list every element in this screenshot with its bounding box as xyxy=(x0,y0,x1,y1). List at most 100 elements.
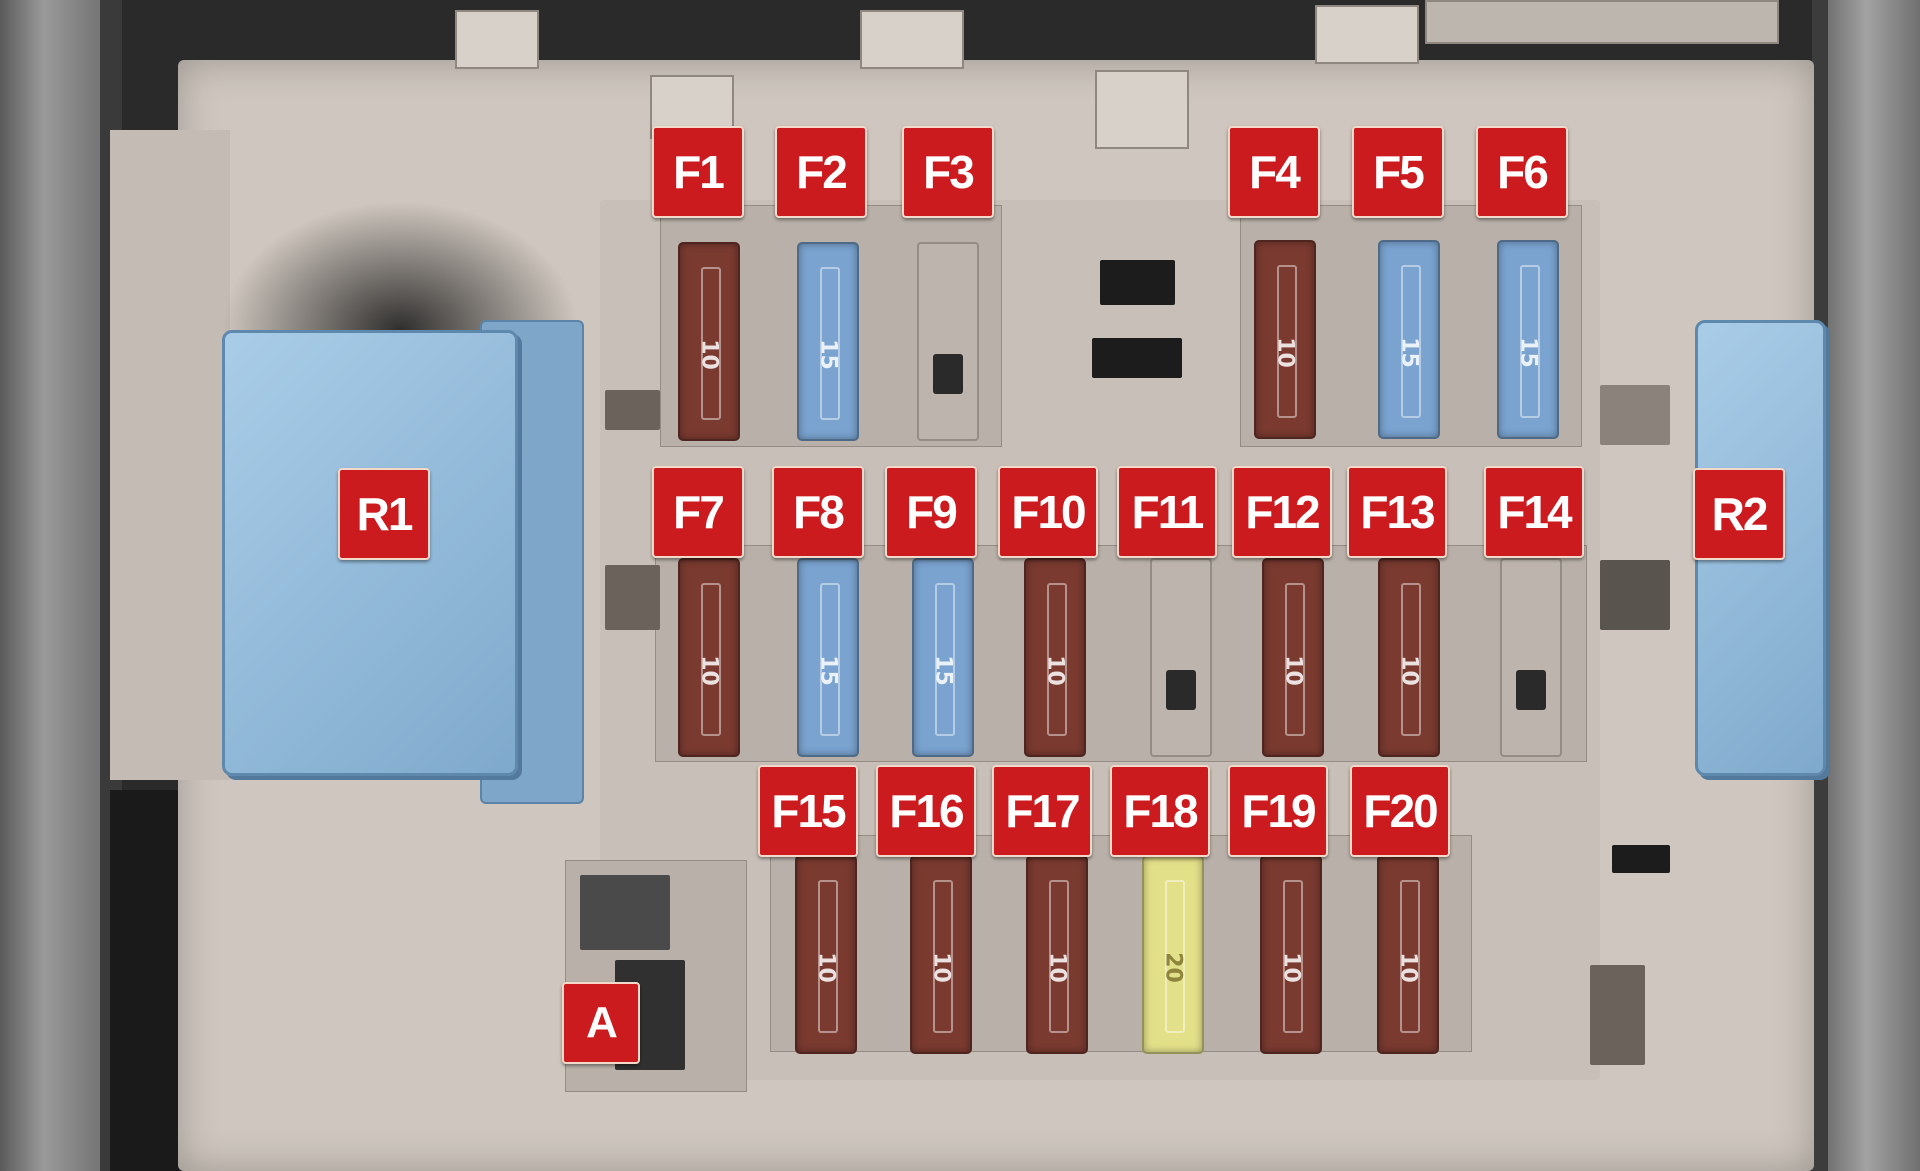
empty-fuse-slot[interactable] xyxy=(917,242,979,441)
housing-left-flange xyxy=(110,130,230,780)
empty-fuse-slot[interactable] xyxy=(1500,558,1562,757)
housing-slot xyxy=(1590,965,1645,1065)
fuse[interactable]: 10 xyxy=(795,855,857,1054)
fuse-label: F10 xyxy=(998,466,1098,558)
fuse-label: F7 xyxy=(652,466,744,558)
fuse-blade xyxy=(1283,880,1303,1033)
fuse[interactable]: 10 xyxy=(1260,855,1322,1054)
slot-clip xyxy=(1516,670,1546,710)
housing-slot xyxy=(605,390,660,430)
fuse-rating: 10 xyxy=(928,951,954,983)
slot-clip xyxy=(1166,670,1196,710)
fuse[interactable]: 10 xyxy=(678,558,740,757)
rack-row3 xyxy=(770,835,1472,1052)
fuse-label: F20 xyxy=(1350,765,1450,857)
fuse-label: F14 xyxy=(1484,466,1584,558)
relay-label-r2: R2 xyxy=(1693,468,1785,560)
fuse-blade xyxy=(1047,583,1067,736)
fuse[interactable]: 15 xyxy=(1497,240,1559,439)
fuse[interactable]: 20 xyxy=(1142,855,1204,1054)
fuse-blade xyxy=(1285,583,1305,736)
fuse-blade xyxy=(1400,880,1420,1033)
fuse-blade xyxy=(933,880,953,1033)
top-clip-2 xyxy=(860,10,964,69)
fuse-rating: 10 xyxy=(1396,654,1422,686)
fuse-rating: 10 xyxy=(696,338,722,370)
fuse-rating: 10 xyxy=(1044,951,1070,983)
fuse[interactable]: 10 xyxy=(1024,558,1086,757)
left-frame-rail xyxy=(0,0,110,1171)
fuse-rating: 15 xyxy=(930,654,956,686)
fuse[interactable]: 15 xyxy=(797,558,859,757)
empty-fuse-slot[interactable] xyxy=(1150,558,1212,757)
fuse-blade xyxy=(1401,265,1421,418)
housing-slot xyxy=(1100,260,1175,305)
slot-clip xyxy=(933,354,963,394)
fuse-label: F3 xyxy=(902,126,994,218)
fuse-blade xyxy=(1165,880,1185,1033)
fuse-blade xyxy=(1277,265,1297,418)
fuse-label: F6 xyxy=(1476,126,1568,218)
fuse[interactable]: 10 xyxy=(1378,558,1440,757)
fuse-label: F13 xyxy=(1347,466,1447,558)
fuse-blade xyxy=(820,267,840,420)
fuse-rating: 10 xyxy=(1272,336,1298,368)
fuse-rating: 20 xyxy=(1160,951,1186,983)
fuse-rating: 15 xyxy=(815,654,841,686)
relay-label-r1: R1 xyxy=(338,468,430,560)
fuse-blade xyxy=(818,880,838,1033)
housing-slot xyxy=(1092,338,1182,378)
housing-slot xyxy=(1600,560,1670,630)
fuse-blade xyxy=(935,583,955,736)
top-latch xyxy=(1425,0,1779,44)
fuse[interactable]: 10 xyxy=(910,855,972,1054)
fuse-label: F11 xyxy=(1117,466,1217,558)
fuse[interactable]: 10 xyxy=(678,242,740,441)
top-clip-3 xyxy=(1315,5,1419,64)
fuse[interactable]: 15 xyxy=(797,242,859,441)
rack-row2 xyxy=(655,545,1587,762)
fuse-rating: 10 xyxy=(1280,654,1306,686)
fuse-label: F9 xyxy=(885,466,977,558)
fuse-label: F19 xyxy=(1228,765,1328,857)
fuse-rating: 15 xyxy=(1396,336,1422,368)
fuse-rating: 10 xyxy=(1278,951,1304,983)
fuse-rating: 10 xyxy=(1395,951,1421,983)
housing-slot xyxy=(1600,385,1670,445)
fuse-rating: 15 xyxy=(815,338,841,370)
right-frame-rail xyxy=(1822,0,1920,1171)
fuse-label: F17 xyxy=(992,765,1092,857)
housing-slot xyxy=(605,565,660,630)
fuse[interactable]: 10 xyxy=(1377,855,1439,1054)
fuse[interactable]: 10 xyxy=(1254,240,1316,439)
fuse-rating: 15 xyxy=(1515,336,1541,368)
fuse-label: F1 xyxy=(652,126,744,218)
fuse[interactable]: 15 xyxy=(1378,240,1440,439)
fuse-blade xyxy=(701,583,721,736)
fuse-blade xyxy=(820,583,840,736)
fuse-label: F15 xyxy=(758,765,858,857)
connector-label-a: A xyxy=(562,982,640,1064)
fuse-label: F16 xyxy=(876,765,976,857)
top-clip-1 xyxy=(455,10,539,69)
connector-body xyxy=(580,875,670,950)
fuse[interactable]: 10 xyxy=(1026,855,1088,1054)
fuse-rating: 10 xyxy=(696,654,722,686)
fuse-rating: 10 xyxy=(1042,654,1068,686)
fuse-label: F4 xyxy=(1228,126,1320,218)
fuse-label: F2 xyxy=(775,126,867,218)
fuse-label: F12 xyxy=(1232,466,1332,558)
fuse[interactable]: 15 xyxy=(912,558,974,757)
top-tab-center xyxy=(1095,70,1189,149)
fuse-blade xyxy=(1401,583,1421,736)
housing-slot xyxy=(1612,845,1670,873)
fuse-label: F5 xyxy=(1352,126,1444,218)
fuse-rating: 10 xyxy=(813,951,839,983)
fuse-blade xyxy=(701,267,721,420)
fuse-label: F18 xyxy=(1110,765,1210,857)
fuse-blade xyxy=(1520,265,1540,418)
fuse-blade xyxy=(1049,880,1069,1033)
fuse-label: F8 xyxy=(772,466,864,558)
fuse[interactable]: 10 xyxy=(1262,558,1324,757)
